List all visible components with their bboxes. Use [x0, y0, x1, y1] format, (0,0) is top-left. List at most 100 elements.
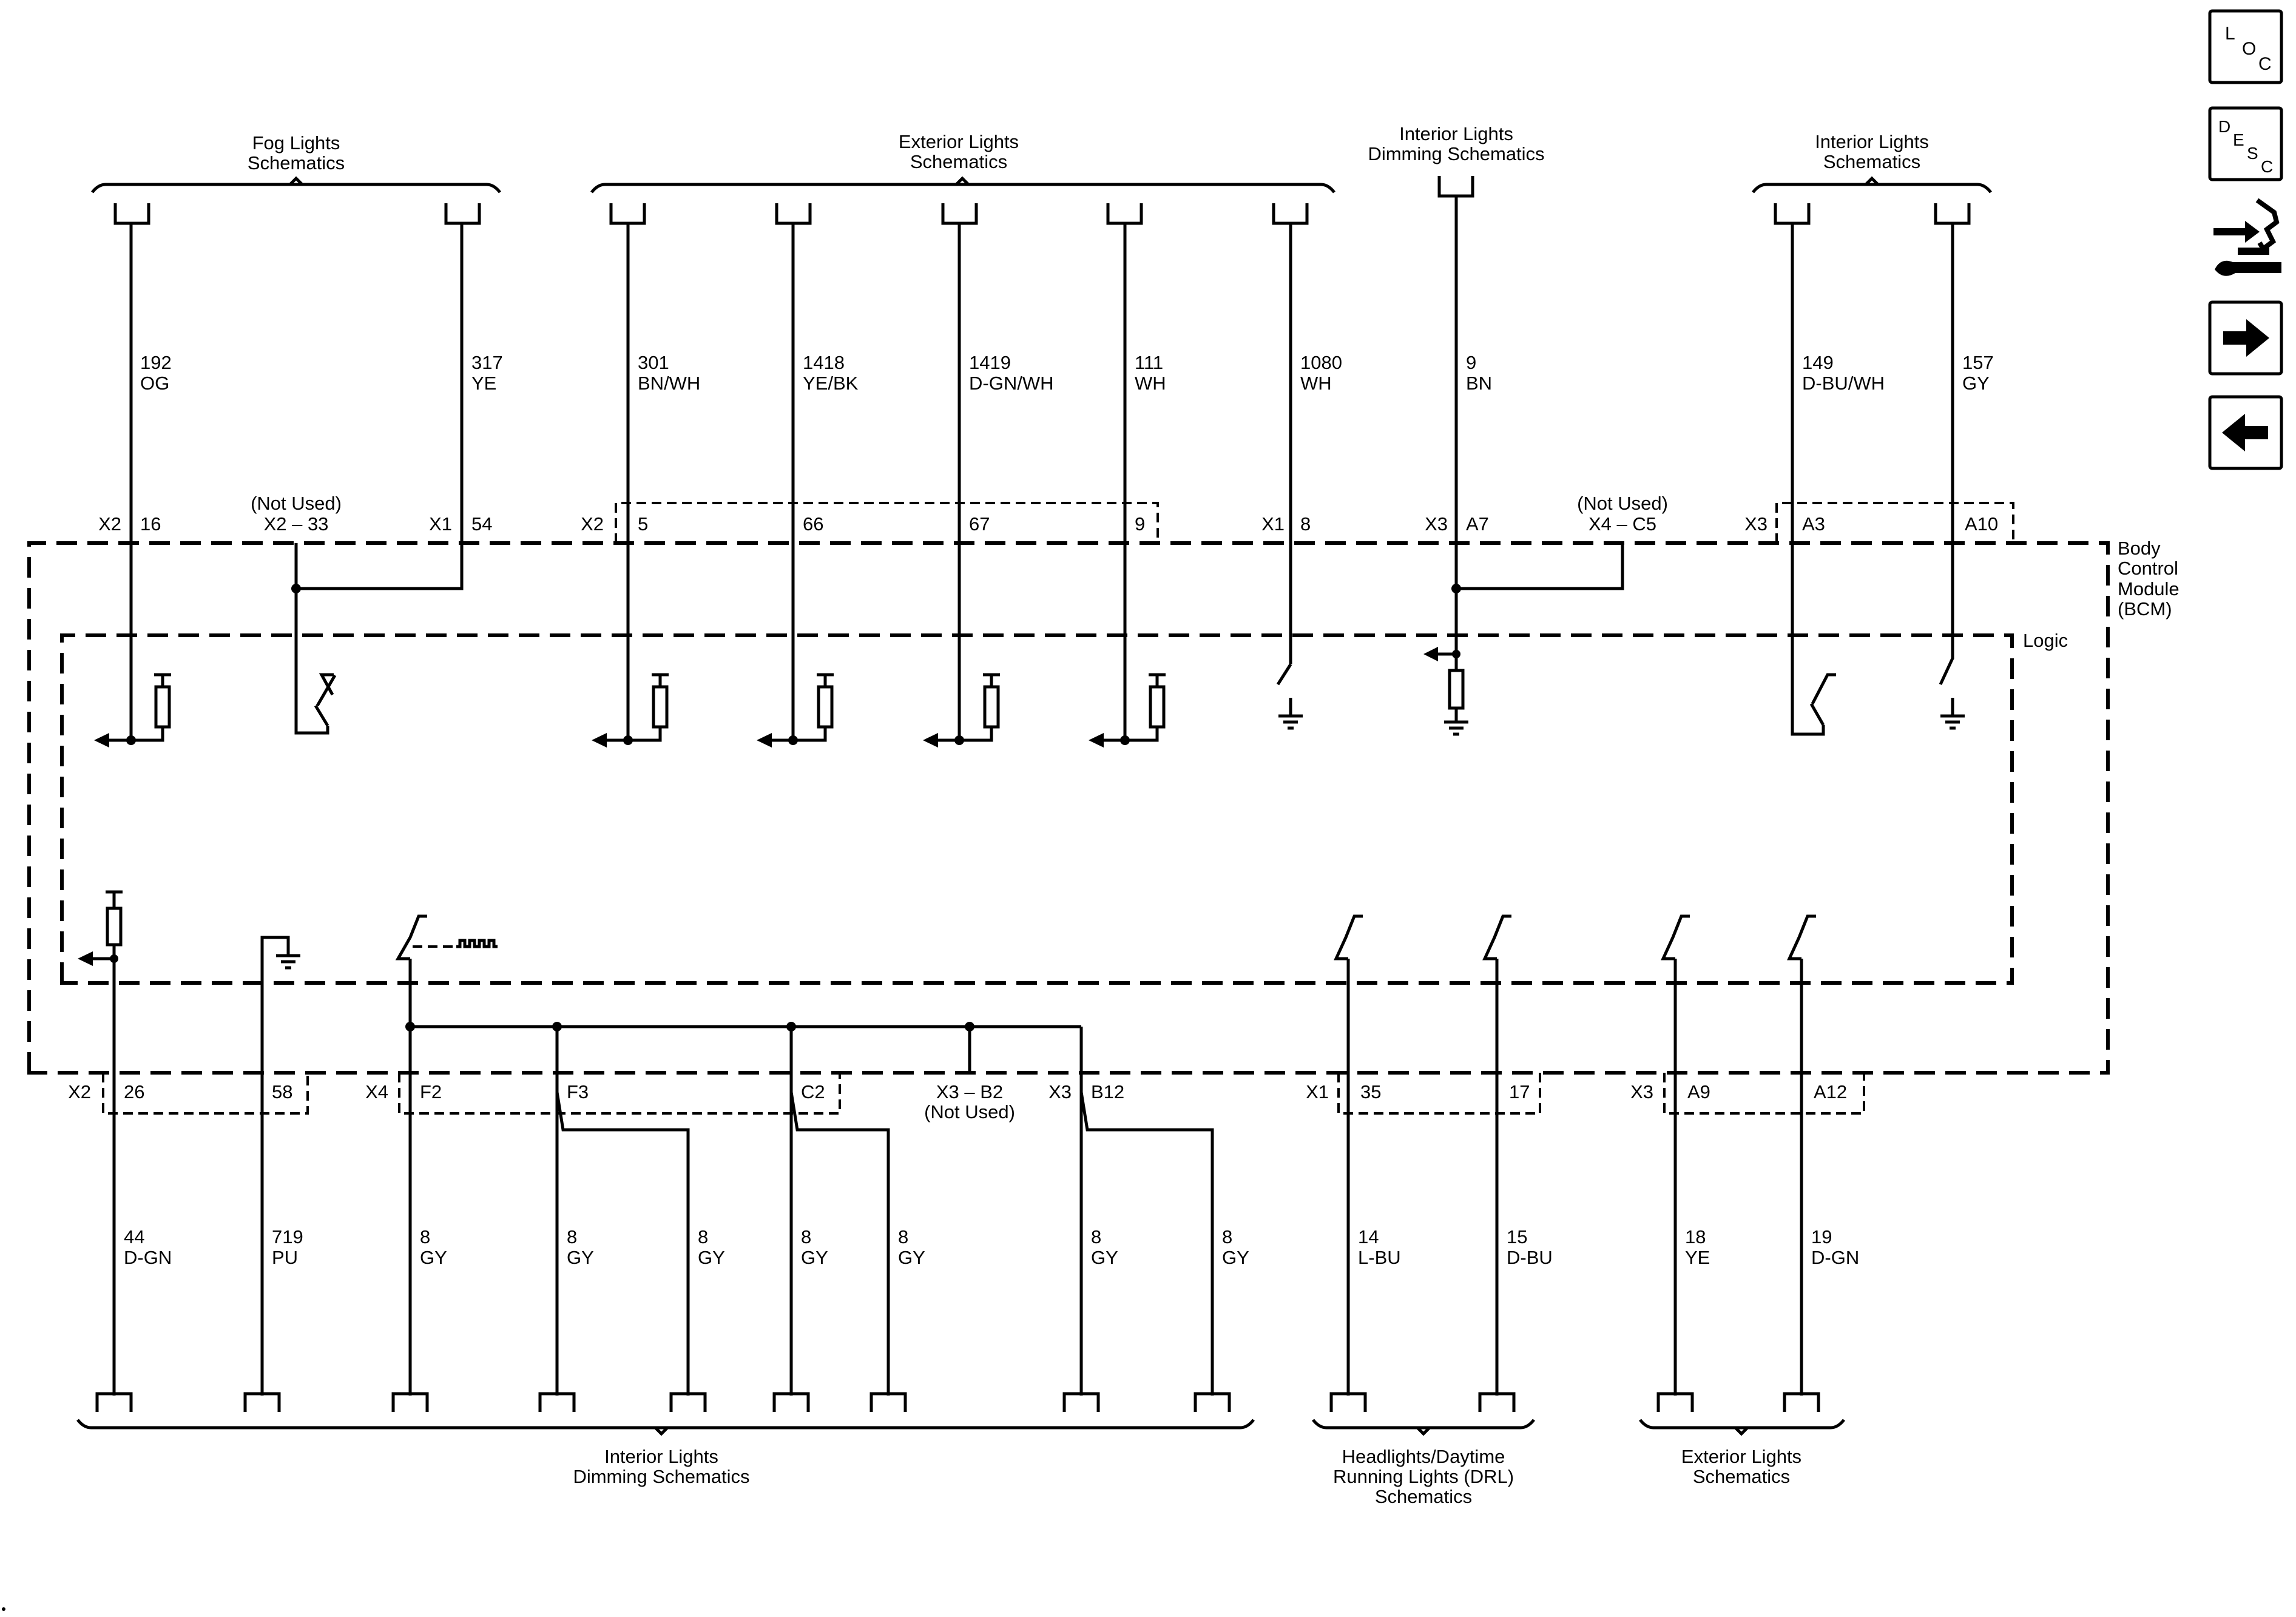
svg-text:8: 8 [420, 1226, 430, 1247]
loc-button[interactable]: L O C [2208, 9, 2283, 84]
top-splices [291, 584, 1461, 593]
svg-text:B12: B12 [1091, 1081, 1124, 1102]
group-int-dim-bottom: Interior Lights Dimming Schematics [76, 1419, 1255, 1487]
svg-text:Exterior Lights: Exterior Lights [1681, 1446, 1801, 1467]
svg-text:GY: GY [1222, 1247, 1249, 1268]
svg-text:C: C [2261, 157, 2273, 176]
svg-text:WH: WH [1135, 373, 1166, 394]
svg-text:157: 157 [1962, 352, 1994, 373]
svg-text:L: L [2225, 24, 2235, 44]
svg-text:F2: F2 [420, 1081, 442, 1102]
svg-text:Body: Body [2118, 538, 2161, 559]
svg-text:5: 5 [638, 513, 648, 535]
svg-text:149: 149 [1802, 352, 1834, 373]
svg-text:192: 192 [140, 352, 172, 373]
bottom-wires [112, 950, 1803, 1396]
svg-text:A7: A7 [1466, 513, 1489, 535]
logic-boundary [60, 633, 2014, 985]
svg-text:26: 26 [124, 1081, 144, 1102]
svg-text:9: 9 [1466, 352, 1476, 373]
svg-text:Schematics: Schematics [1375, 1486, 1472, 1507]
svg-text:X2 – 33: X2 – 33 [264, 513, 329, 535]
svg-text:67: 67 [969, 513, 990, 535]
bottom-terminals [95, 1392, 1820, 1412]
arrow-left-icon [2222, 414, 2268, 451]
svg-text:GY: GY [567, 1247, 594, 1268]
svg-text:Interior Lights: Interior Lights [604, 1446, 718, 1467]
svg-text:54: 54 [471, 513, 492, 535]
corner-mark [2, 1607, 5, 1611]
bottom-pin-labels: X2 26 58 X4 F2 F3 C2 X3 – B2 (Not Used) … [68, 1081, 1847, 1122]
svg-text:15: 15 [1507, 1226, 1527, 1247]
connector-tool-icon[interactable] [2213, 198, 2281, 276]
svg-text:Exterior Lights: Exterior Lights [899, 131, 1019, 152]
svg-text:YE: YE [471, 373, 496, 394]
svg-text:X4: X4 [365, 1081, 388, 1102]
svg-text:GY: GY [898, 1247, 925, 1268]
desc-button[interactable]: D E S C [2208, 106, 2283, 181]
arrow-right-button[interactable] [2208, 300, 2283, 376]
svg-text:8: 8 [801, 1226, 811, 1247]
svg-text:317: 317 [471, 352, 503, 373]
svg-text:OG: OG [140, 373, 169, 394]
svg-text:F3: F3 [567, 1081, 589, 1102]
top-wire-labels: 192 OG 317 YE 301 BN/WH 1418 YE/BK 1419 … [140, 352, 1994, 394]
svg-text:D: D [2218, 117, 2230, 136]
svg-text:YE/BK: YE/BK [803, 373, 859, 394]
svg-text:X2: X2 [98, 513, 121, 535]
group-fog-top: Fog Lights Schematics [91, 132, 501, 194]
bottom-connector-brackets [102, 1073, 1865, 1115]
group-int-dim-top: Interior Lights Dimming Schematics [1368, 123, 1544, 164]
svg-text:D-GN: D-GN [1811, 1247, 1859, 1268]
group-ext-bottom: Exterior Lights Schematics [1639, 1419, 1845, 1487]
svg-text:GY: GY [1962, 373, 1990, 394]
top-pin-labels: X2 16 X1 54 X2 5 66 67 9 X1 8 X3 A7 X3 A… [98, 493, 1998, 535]
svg-text:X2: X2 [68, 1081, 91, 1102]
svg-text:X1: X1 [1306, 1081, 1329, 1102]
svg-text:X3 – B2: X3 – B2 [936, 1081, 1003, 1102]
svg-text:GY: GY [698, 1247, 725, 1268]
svg-text:GY: GY [420, 1247, 447, 1268]
svg-text:8: 8 [1222, 1226, 1232, 1247]
svg-text:BN/WH: BN/WH [638, 373, 700, 394]
group-ext-top: Exterior Lights Schematics [590, 131, 1335, 194]
svg-text:X4 – C5: X4 – C5 [1589, 513, 1656, 535]
dimming-input-circuit [1423, 634, 1468, 736]
svg-text:Dimming Schematics: Dimming Schematics [573, 1466, 749, 1487]
svg-text:S: S [2247, 144, 2258, 163]
svg-text:8: 8 [698, 1226, 708, 1247]
svg-text:(BCM): (BCM) [2118, 598, 2172, 619]
svg-text:WH: WH [1300, 373, 1332, 394]
bottom-internal-circuits [78, 890, 1816, 983]
svg-text:9: 9 [1135, 513, 1145, 535]
svg-text:Fog Lights: Fog Lights [252, 132, 340, 154]
svg-text:GY: GY [801, 1247, 828, 1268]
svg-text:8: 8 [567, 1226, 577, 1247]
svg-text:(Not Used): (Not Used) [924, 1101, 1015, 1122]
svg-text:X3: X3 [1425, 513, 1448, 535]
svg-text:8: 8 [898, 1226, 908, 1247]
svg-text:1418: 1418 [803, 352, 845, 373]
svg-text:A9: A9 [1687, 1081, 1710, 1102]
svg-text:719: 719 [272, 1226, 303, 1247]
svg-text:(Not Used): (Not Used) [251, 493, 342, 514]
svg-text:D-GN: D-GN [124, 1247, 172, 1268]
svg-text:Interior Lights: Interior Lights [1815, 131, 1929, 152]
svg-text:18: 18 [1685, 1226, 1706, 1247]
svg-text:1419: 1419 [969, 352, 1011, 373]
svg-text:(Not Used): (Not Used) [1577, 493, 1668, 514]
svg-text:Running Lights (DRL): Running Lights (DRL) [1333, 1466, 1514, 1487]
svg-text:A10: A10 [1965, 513, 1998, 535]
svg-text:PU: PU [272, 1247, 298, 1268]
arrow-right-icon [2223, 319, 2269, 357]
svg-text:14: 14 [1358, 1226, 1379, 1247]
svg-text:C: C [2258, 54, 2272, 74]
svg-text:35: 35 [1360, 1081, 1381, 1102]
bottom-splices [405, 1022, 974, 1031]
arrow-left-button[interactable] [2208, 395, 2283, 470]
svg-text:X3: X3 [1630, 1081, 1653, 1102]
svg-text:L-BU: L-BU [1358, 1247, 1401, 1268]
top-wires [129, 196, 1954, 740]
bottom-wire-labels: 44 D-GN 719 PU 8 GY 8 GY 8 GY 8 GY 8 GY … [124, 1226, 1859, 1268]
